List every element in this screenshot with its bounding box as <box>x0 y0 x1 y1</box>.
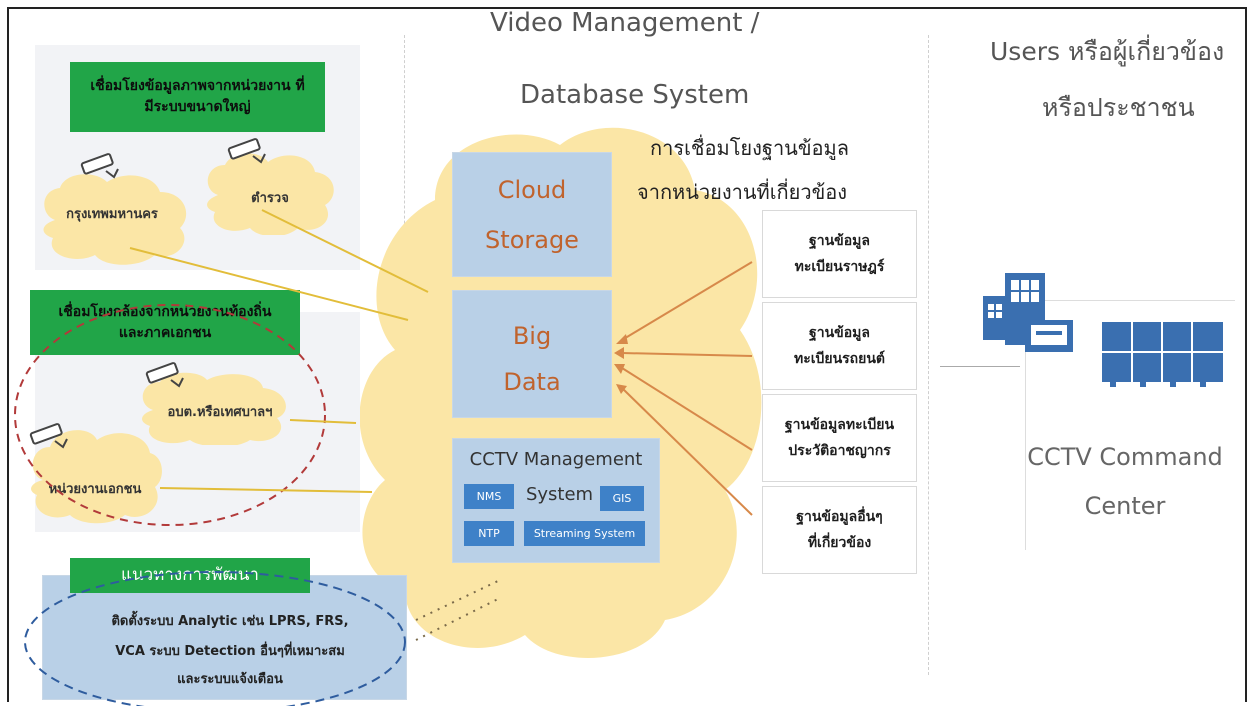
database-label-line1: ฐานข้อมูลอื่นๆ <box>796 509 883 525</box>
cctv-camera-icon <box>29 423 68 449</box>
development-ellipse <box>24 571 406 706</box>
db-link-title-line2: จากหน่วยงานที่เกี่ยวข้อง <box>637 180 848 204</box>
users-header-line1: Users หรือผู้เกี่ยวข้อง <box>990 37 1225 66</box>
cctv-camera-icon <box>80 153 119 179</box>
database-label-line2: ทะเบียนรถยนต์ <box>793 351 886 367</box>
cloud-storage-line2: Storage <box>485 226 579 254</box>
streaming-tag: Streaming System <box>524 521 645 546</box>
big-data-line2: Data <box>503 368 561 396</box>
cloud-storage-line1: Cloud <box>497 176 567 204</box>
database-label-line2: ทะเบียนราษฎร์ <box>794 259 885 275</box>
bangkok-label: กรุงเทพมหานคร <box>66 207 158 222</box>
local-group-ellipse <box>14 304 326 526</box>
vms-header-line1: Video Management / <box>490 8 760 38</box>
database-label-line2: ประวัติอาชญากร <box>788 443 891 459</box>
database-box: ฐานข้อมูลทะเบียน ประวัติอาชญากร <box>762 394 917 482</box>
cctv-camera-icon <box>227 138 266 164</box>
ntp-tag: NTP <box>464 521 514 546</box>
db-link-title-line1: การเชื่อมโยงฐานข้อมูล <box>650 136 849 160</box>
local-gov-label: อบต.หรือเทศบาลฯ <box>167 405 273 420</box>
database-label-line1: ฐานข้อมูลทะเบียน <box>784 417 895 433</box>
building-icon <box>983 273 1073 352</box>
command-center-line1: CCTV Command <box>1027 443 1223 471</box>
users-header-line2: หรือประชาชน <box>1042 93 1195 122</box>
database-box: ฐานข้อมูล ทะเบียนราษฎร์ <box>762 210 917 298</box>
development-title: แนวทางการพัฒนา <box>70 558 310 593</box>
cctv-camera-icon <box>145 362 184 388</box>
small-cloud-bangkok <box>43 174 187 265</box>
divider-right <box>928 35 929 675</box>
database-label-line1: ฐานข้อมูล <box>809 325 870 341</box>
database-box: ฐานข้อมูล ทะเบียนรถยนต์ <box>762 302 917 390</box>
development-line2: VCA ระบบ Detection อื่นๆที่เหมาะสม <box>115 644 345 659</box>
big-data-box <box>452 290 612 418</box>
vms-header-line2: Database System <box>520 80 750 110</box>
video-wall-icon <box>1102 322 1223 387</box>
database-box: ฐานข้อมูลอื่นๆ ที่เกี่ยวข้อง <box>762 486 917 574</box>
database-label-line1: ฐานข้อมูล <box>809 233 870 249</box>
development-line1: ติดตั้งระบบ Analytic เช่น LPRS, FRS, <box>111 614 349 629</box>
command-center-line2: Center <box>1084 492 1166 520</box>
private-org-label: หน่วยงานเอกชน <box>48 482 142 497</box>
big-data-line1: Big <box>512 322 552 350</box>
large-scale-link-label: เชื่อมโยงข้อมูลภาพจากหน่วยงาน ที่มีระบบข… <box>70 62 325 132</box>
cctv-management-system: System <box>525 484 594 505</box>
police-label: ตำรวจ <box>251 191 289 206</box>
gis-tag: GIS <box>600 486 644 511</box>
small-cloud-private <box>31 430 162 524</box>
nms-tag: NMS <box>464 484 514 509</box>
small-cloud-police <box>207 153 334 235</box>
development-line3: และระบบแจ้งเตือน <box>177 672 283 687</box>
cctv-management-title: CCTV Management <box>469 449 643 470</box>
small-cloud-local-gov <box>142 372 286 445</box>
outer-frame <box>7 7 1247 702</box>
cloud-storage-box <box>452 152 612 277</box>
database-label-line2: ที่เกี่ยวข้อง <box>807 535 872 551</box>
command-center-frame <box>1025 300 1235 550</box>
command-center-line <box>940 366 1020 367</box>
